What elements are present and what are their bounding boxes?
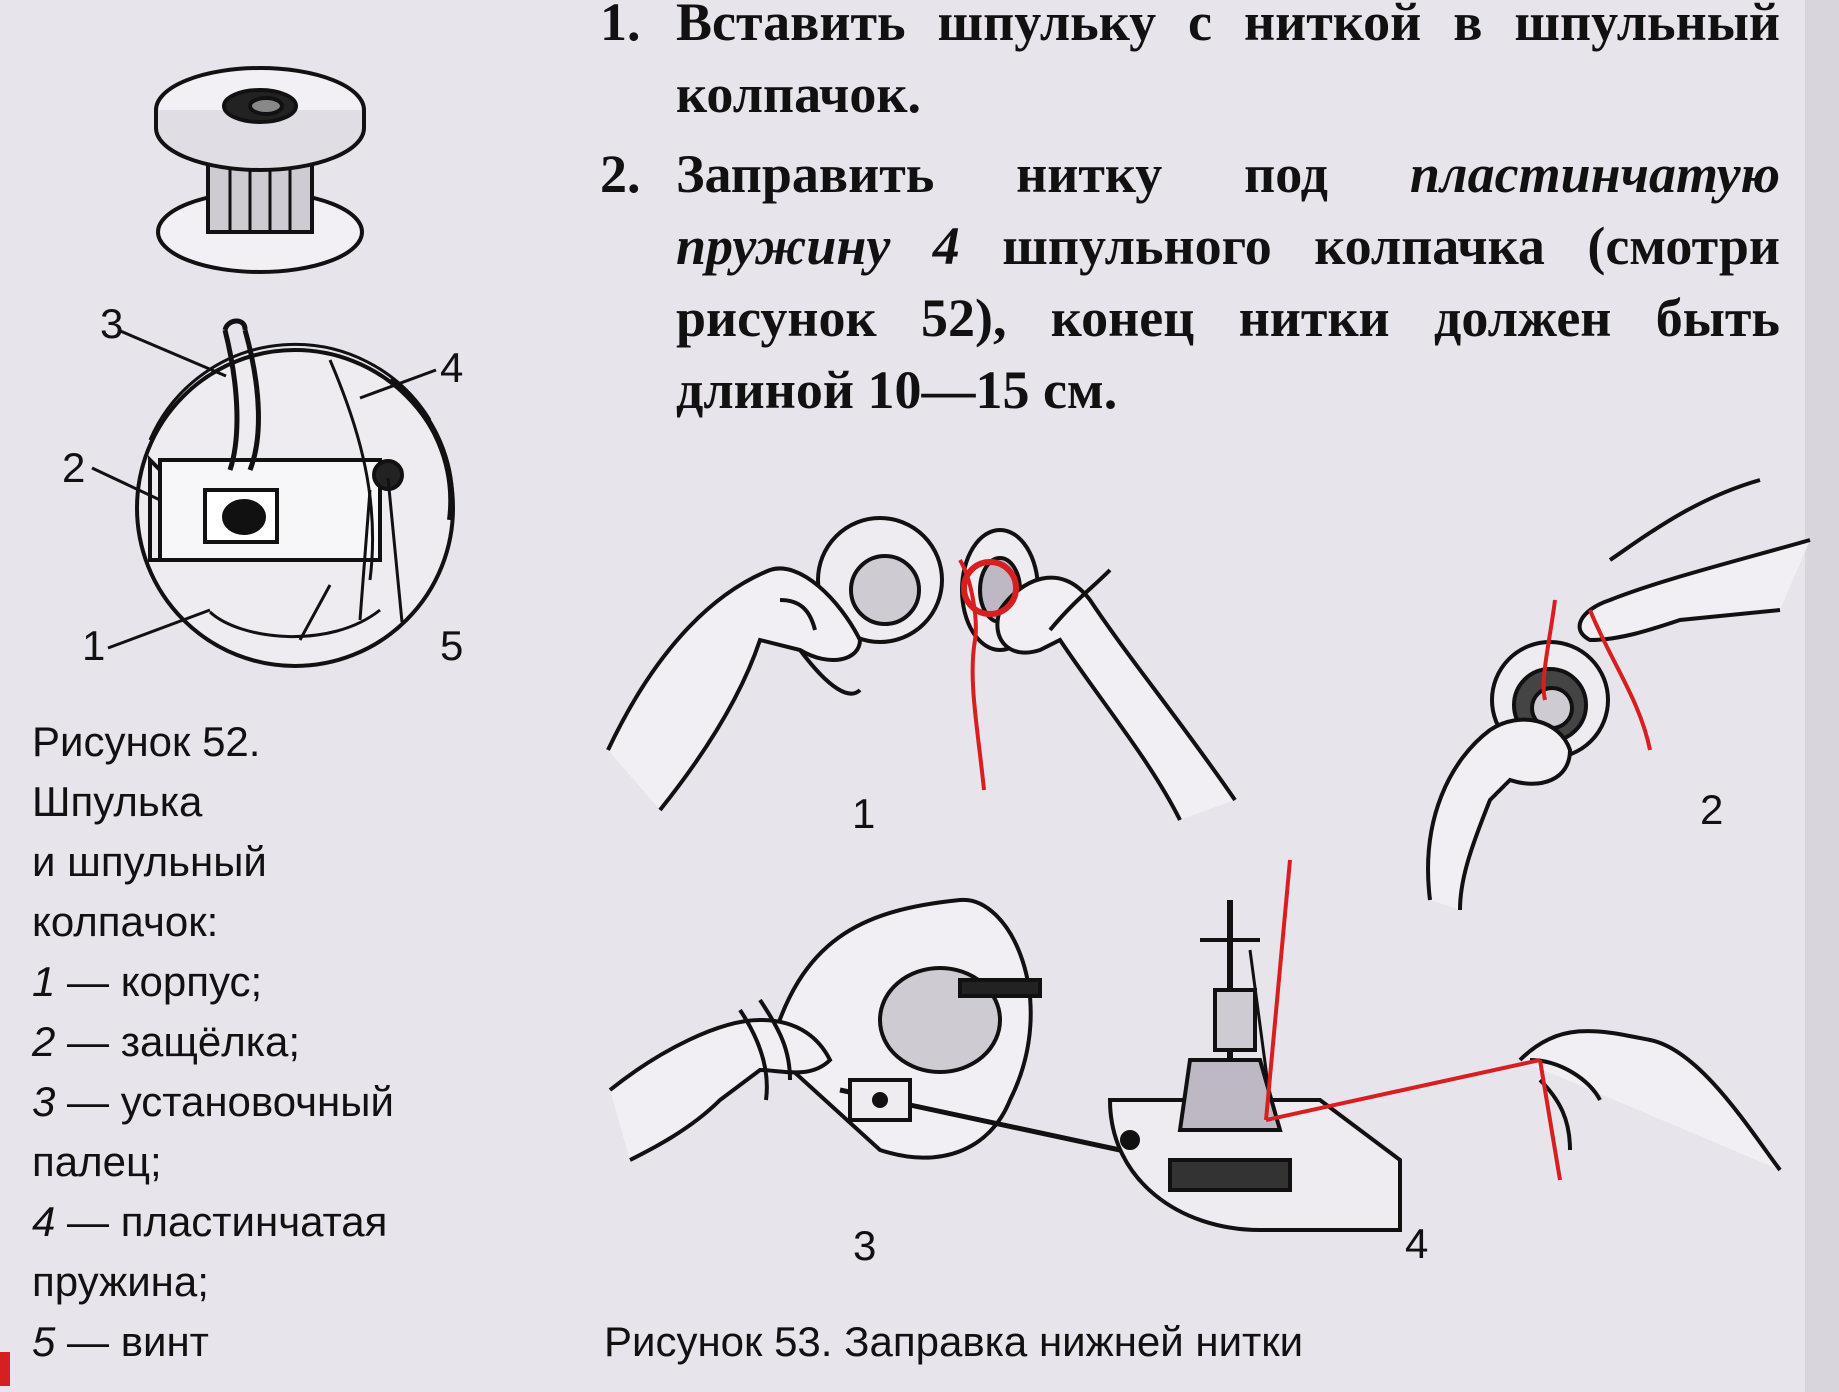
panel-1-drawing — [606, 516, 1237, 821]
bobbin-case-drawing — [91, 318, 455, 668]
legend-item-2: 2 — защёлка; — [32, 1018, 301, 1065]
callout-label-1: 1 — [82, 622, 106, 669]
callout-label-5: 5 — [440, 622, 464, 669]
panel-4-drawing — [1107, 900, 1782, 1232]
page-corner-mark — [0, 1352, 10, 1386]
callout-label-2: 2 — [62, 444, 86, 491]
callout-label-4: 4 — [440, 344, 464, 391]
callout-label-3: 3 — [100, 300, 124, 347]
step-number: 1. — [600, 0, 641, 52]
panel-1-thread-spool — [961, 559, 1019, 617]
panel-2-thread — [1541, 599, 1652, 751]
step-text: Вставить шпульку с ниткой в шпульный кол… — [676, 0, 1780, 124]
emphasized-term: пластинчатую пружину 4 — [676, 144, 1780, 276]
instruction-list: 1. Вставить шпульку с ниткой в шпульный … — [600, 0, 1780, 426]
panel-3-drawing — [608, 897, 1121, 1162]
legend-item-4-cont: пружина; — [32, 1258, 209, 1305]
panel-label-3: 3 — [853, 1222, 877, 1269]
legend-item-1: 1 — корпус; — [32, 958, 263, 1005]
instruction-step-1: 1. Вставить шпульку с ниткой в шпульный … — [600, 0, 1780, 130]
panel-label-4: 4 — [1405, 1220, 1429, 1267]
bobbin-drawing — [154, 66, 366, 274]
legend-item-4: 4 — пластинчатая — [32, 1198, 388, 1245]
step-number: 2. — [600, 144, 641, 204]
caption-line: колпачок: — [32, 898, 219, 945]
instruction-step-2: 2. Заправить нитку под пластинчатую пруж… — [600, 138, 1780, 426]
legend-item-3-cont: палец; — [32, 1138, 162, 1185]
legend-item-5: 5 — винт — [32, 1318, 209, 1365]
page-edge — [1805, 0, 1839, 1392]
panel-label-1: 1 — [852, 790, 876, 837]
panel-1-thread — [958, 558, 986, 791]
panel-label-2: 2 — [1700, 786, 1724, 833]
caption-line: Шпулька — [32, 778, 203, 825]
step-text: Заправить нитку под пластинчатую пружину… — [676, 144, 1780, 420]
figure-52-caption: Рисунок 52. Шпулька и шпульный колпачок:… — [32, 712, 532, 1372]
caption-line: Рисунок 52. — [32, 718, 261, 765]
panel-2-drawing — [1426, 478, 1811, 911]
legend-item-3: 3 — установочный — [32, 1078, 394, 1125]
caption-line: и шпульный — [32, 838, 267, 885]
panel-4-thread — [1264, 859, 1562, 1181]
figure-53-caption: Рисунок 53. Заправка нижней нитки — [604, 1318, 1304, 1365]
